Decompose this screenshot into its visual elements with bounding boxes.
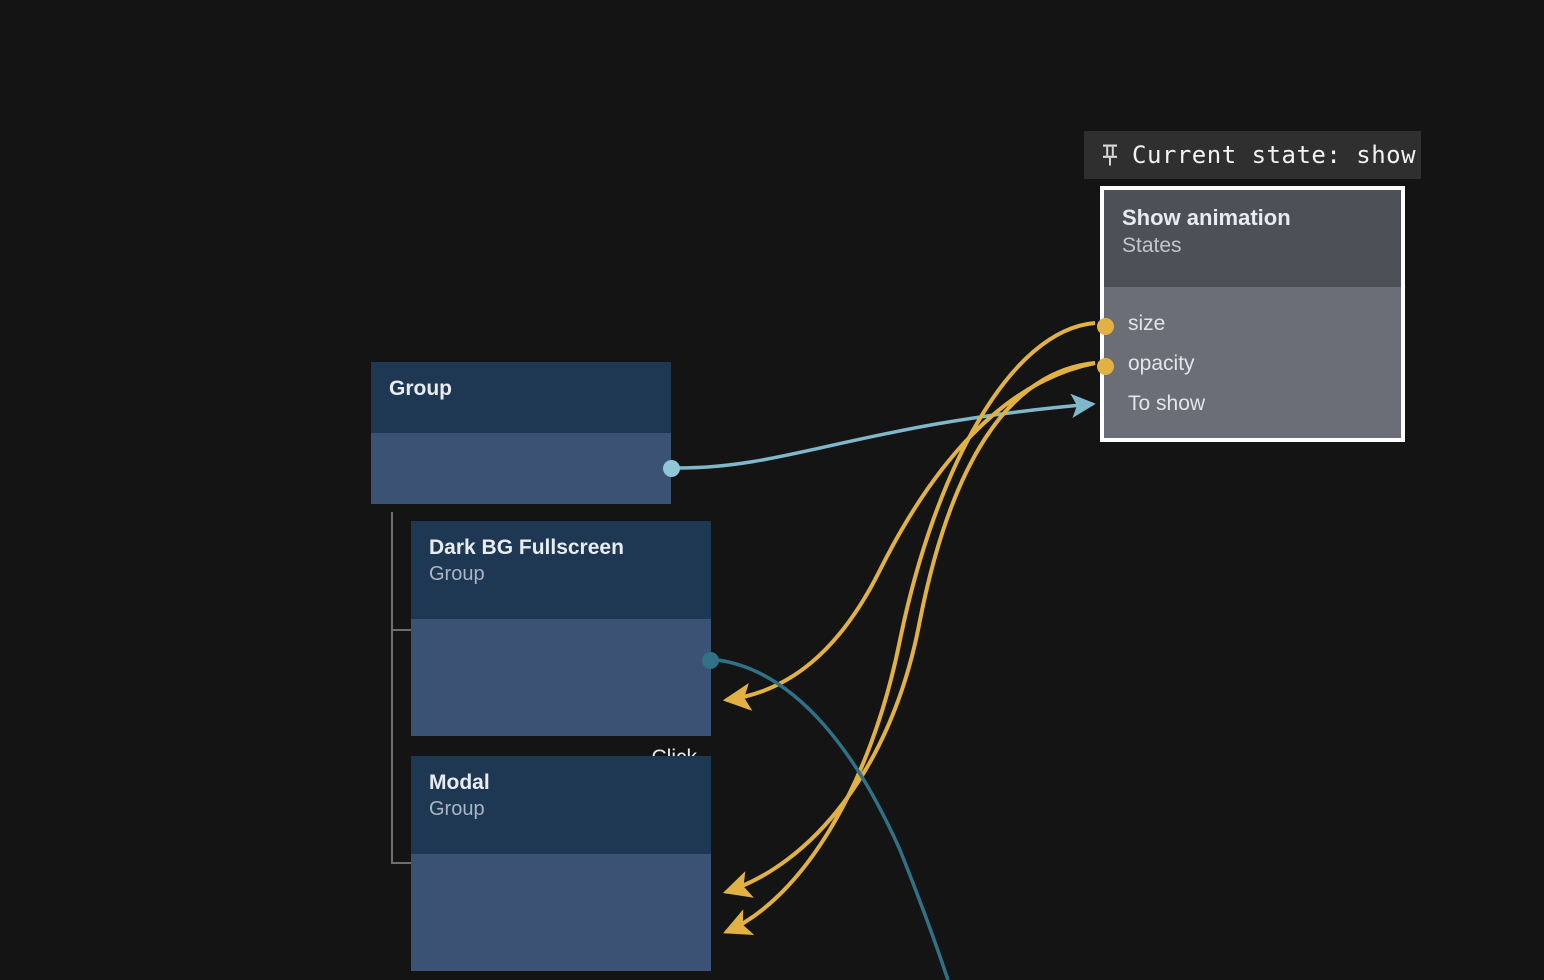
port-size[interactable]: size xyxy=(1128,304,1165,344)
pin-icon xyxy=(1103,144,1117,166)
wire-opacity-to-modal-opacity xyxy=(722,361,1096,898)
node-header[interactable]: Modal Group xyxy=(411,756,711,854)
node-modal[interactable]: Modal Group Opacity Scale xyxy=(411,756,711,971)
node-title: Show animation xyxy=(1122,205,1291,230)
port-label: To show xyxy=(1128,392,1206,415)
node-header[interactable]: Show animation States xyxy=(1104,190,1401,287)
node-title: Dark BG Fullscreen xyxy=(429,536,624,559)
port-dot-did-mount[interactable] xyxy=(663,460,680,477)
tree-rail-branch-dark-bg xyxy=(391,629,415,631)
node-header[interactable]: Dark BG Fullscreen Group xyxy=(411,521,711,619)
node-subtitle: States xyxy=(1122,234,1182,257)
node-dark-bg-fullscreen[interactable]: Dark BG Fullscreen Group Click Opacity xyxy=(411,521,719,809)
port-label: size xyxy=(1128,312,1166,335)
node-title: Modal xyxy=(429,771,490,794)
node-header[interactable]: Group xyxy=(371,362,671,433)
port-opacity[interactable]: Opacity xyxy=(626,973,697,980)
port-dot-size[interactable] xyxy=(1097,318,1114,335)
port-to-show[interactable]: To show xyxy=(1128,384,1205,424)
node-body[interactable]: Did Mount xyxy=(371,433,671,550)
tree-rail-vertical xyxy=(391,512,393,864)
wire-click-offscreen xyxy=(717,658,950,980)
node-group-root[interactable]: Group Did Mount xyxy=(371,362,680,550)
node-body[interactable]: Click Opacity xyxy=(411,619,711,809)
node-subtitle: Group xyxy=(429,798,485,820)
node-body[interactable]: Opacity Scale xyxy=(411,854,711,971)
node-title: Group xyxy=(389,377,452,400)
pinned-state-bar[interactable]: Current state: show xyxy=(1084,131,1421,179)
wire-size-to-modal-scale xyxy=(723,321,1096,935)
wire-opacity-to-darkbg-opacity xyxy=(722,361,1096,711)
node-subtitle: Group xyxy=(429,563,485,585)
wire-didmount-to-toshow xyxy=(678,393,1096,470)
tree-rail-branch-modal xyxy=(391,862,415,864)
port-opacity[interactable]: opacity xyxy=(1128,344,1195,384)
port-label: opacity xyxy=(1128,352,1195,375)
node-show-animation[interactable]: Show animation States size opacity To sh… xyxy=(1097,186,1405,442)
port-dot-click[interactable] xyxy=(702,652,719,669)
pinned-state-label: Current state: show xyxy=(1132,141,1417,169)
port-dot-opacity[interactable] xyxy=(1097,358,1114,375)
node-body[interactable]: size opacity To show xyxy=(1104,287,1401,438)
